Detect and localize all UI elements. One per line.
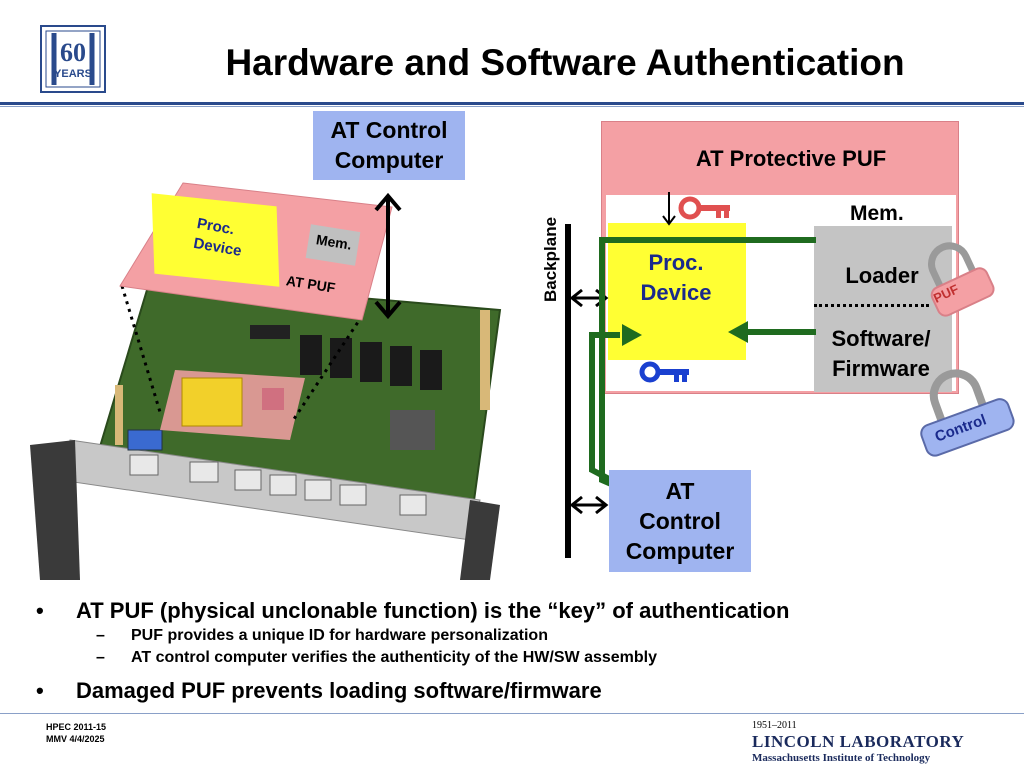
vertical-double-arrow bbox=[374, 192, 402, 320]
left-at-control-computer: AT Control Computer bbox=[313, 111, 465, 180]
mem-label: Mem. bbox=[850, 202, 904, 225]
projection-lines bbox=[120, 285, 364, 423]
sub-bullet-1-text: PUF provides a unique ID for hardware pe… bbox=[131, 627, 548, 644]
logo-word: YEARS bbox=[54, 68, 92, 80]
footer-lab-name: LINCOLN LABORATORY bbox=[752, 732, 965, 751]
logo-number: 60 bbox=[60, 38, 86, 67]
backplane-label: Backplane bbox=[541, 216, 560, 302]
panel-handle-left bbox=[30, 440, 80, 580]
memory-box bbox=[814, 226, 952, 392]
bullet-2-dot: • bbox=[36, 678, 44, 703]
green-wires bbox=[589, 237, 816, 493]
sub-bullet-2-dash: – bbox=[96, 649, 105, 666]
software-firmware-line2: Firmware bbox=[832, 356, 930, 381]
blue-key-icon bbox=[639, 361, 689, 383]
left-at-control-line1: AT Control bbox=[330, 117, 448, 143]
loader-label: Loader bbox=[845, 263, 919, 288]
down-arrow bbox=[662, 192, 676, 226]
footer-rule bbox=[0, 713, 1024, 714]
proc-device-line2: Device bbox=[640, 280, 712, 305]
software-firmware-label: Software/ Firmware bbox=[814, 324, 948, 384]
proc-chip-highlight bbox=[181, 377, 243, 427]
bullet-2-text: Damaged PUF prevents loading software/fi… bbox=[76, 678, 602, 703]
sub-bullet-1-dash: – bbox=[96, 627, 105, 644]
bullet-1-text: AT PUF (physical unclonable function) is… bbox=[76, 598, 790, 623]
right-at-control-computer: AT Control Computer bbox=[609, 470, 751, 572]
proc-device-line1: Proc. bbox=[648, 250, 704, 275]
sixty-years-logo: 60 YEARS bbox=[40, 25, 106, 93]
panel-handle-right bbox=[460, 500, 500, 580]
green-arrowhead-left bbox=[622, 324, 642, 346]
panel-connectors bbox=[127, 429, 427, 516]
red-key-icon bbox=[678, 196, 730, 220]
page-title: Hardware and Software Authentication bbox=[225, 42, 905, 83]
right-at-control-line1: AT bbox=[665, 478, 695, 504]
right-diagram-wires bbox=[565, 192, 1015, 558]
overlay-proc-label: Proc. Device bbox=[192, 214, 247, 262]
right-at-control-line3: Computer bbox=[625, 538, 735, 564]
bullet-1: • AT PUF (physical unclonable function) … bbox=[36, 598, 1016, 626]
puf-lock-icon bbox=[928, 242, 995, 317]
right-at-control-line2: Control bbox=[639, 508, 721, 534]
memory-divider bbox=[814, 304, 929, 307]
header-rule bbox=[0, 102, 1024, 105]
mem-chip-highlight bbox=[262, 388, 284, 410]
bullet-1-dot: • bbox=[36, 598, 44, 623]
footer-lab-sub: Massachusetts Institute of Technology bbox=[752, 752, 931, 764]
header-rule-thin bbox=[0, 106, 1024, 107]
pcb-chips bbox=[115, 310, 490, 450]
board-illustration bbox=[30, 182, 502, 580]
backplane-arrow-bottom bbox=[569, 495, 609, 515]
proc-device-label: Proc. Device bbox=[608, 248, 744, 308]
bullet-2: • Damaged PUF prevents loading software/… bbox=[36, 678, 1016, 706]
green-arrowhead-right bbox=[728, 321, 748, 343]
footer-line1: HPEC 2011-15 bbox=[46, 722, 107, 732]
sub-bullet-2-text: AT control computer verifies the authent… bbox=[131, 649, 658, 666]
footer-line2: MMV 4/4/2025 bbox=[46, 734, 105, 744]
control-lock-icon bbox=[920, 369, 1015, 457]
puf-header-label: AT Protective PUF bbox=[695, 146, 887, 171]
software-firmware-line1: Software/ bbox=[831, 326, 931, 351]
footer-years: 1951–2011 bbox=[752, 720, 797, 731]
left-at-control-line2: Computer bbox=[334, 147, 444, 173]
